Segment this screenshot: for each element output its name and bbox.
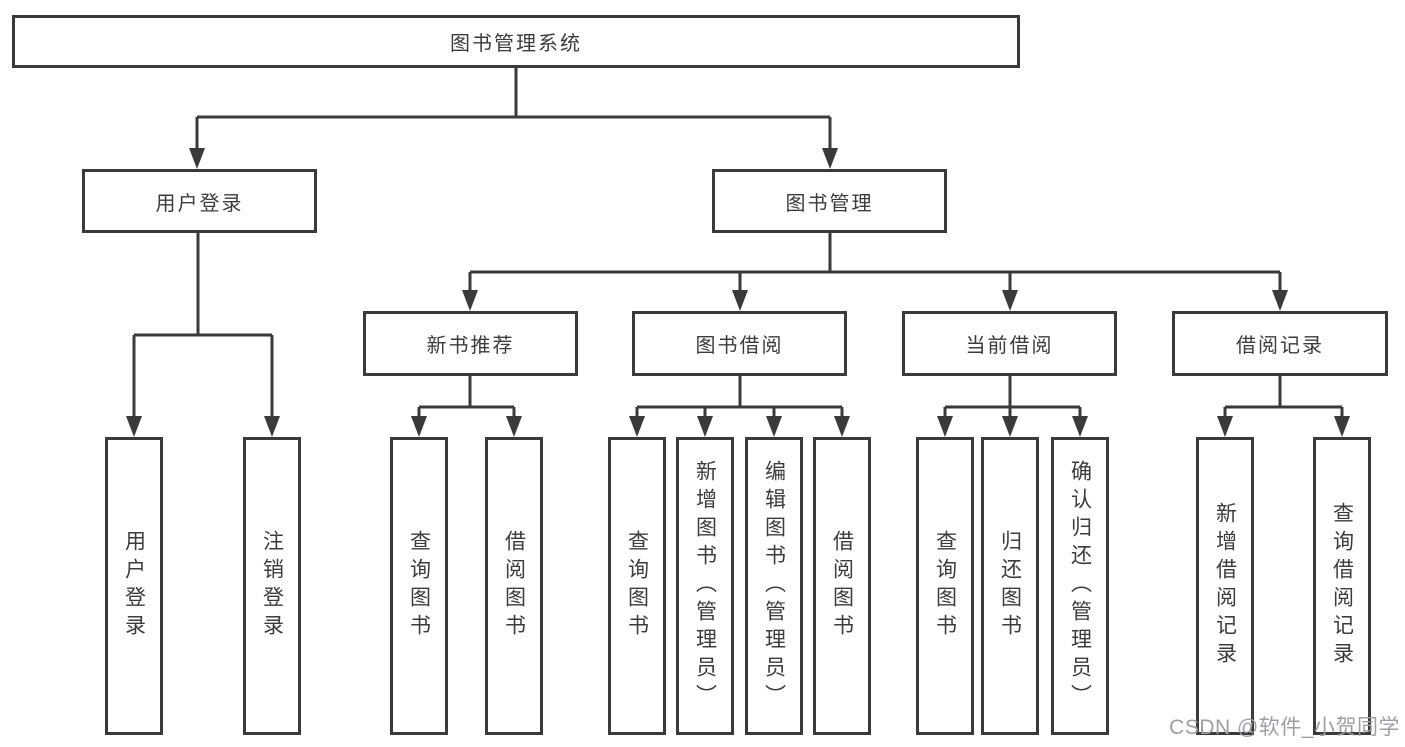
leaf-br-add-record: 新增借阅记录 [1196, 437, 1254, 735]
edge-current-borrow-to-leaves [937, 376, 1088, 437]
leaf-cb-return-books: 归还图书 [981, 437, 1039, 735]
node-current-borrowing: 当前借阅 [902, 311, 1117, 376]
node-borrow-records: 借阅记录 [1172, 311, 1388, 376]
edge-borrow-records-to-leaves [1217, 376, 1350, 437]
leaf-bb-edit-book-admin: 编辑图书（管理员） [745, 437, 803, 735]
edge-new-books-to-leaves [411, 376, 522, 437]
edge-root-to-level2 [189, 68, 838, 169]
csdn-watermark: CSDN @软件_小贺同学 [1169, 716, 1400, 739]
edge-book-mgmt-to-level3 [462, 233, 1288, 311]
node-library-system: 图书管理系统 [12, 15, 1020, 68]
leaf-bb-borrow-books: 借阅图书 [813, 437, 871, 735]
leaf-nb-borrow-books: 借阅图书 [485, 437, 543, 735]
leaf-logout: 注销登录 [243, 437, 301, 735]
leaf-cb-query-books: 查询图书 [916, 437, 974, 735]
edge-user-login-to-leaves [126, 233, 280, 437]
node-user-login: 用户登录 [82, 169, 317, 233]
leaf-nb-query-books: 查询图书 [390, 437, 448, 735]
leaf-bb-query-books: 查询图书 [608, 437, 666, 735]
leaf-bb-add-book-admin: 新增图书（管理员） [676, 437, 734, 735]
edge-book-borrow-to-leaves [629, 376, 850, 437]
leaf-user-login: 用户登录 [105, 437, 163, 735]
node-book-borrowing: 图书借阅 [632, 311, 847, 376]
leaf-cb-confirm-return-admin: 确认归还（管理员） [1051, 437, 1109, 735]
node-new-book-recommend: 新书推荐 [363, 311, 578, 376]
leaf-br-query-record: 查询借阅记录 [1313, 437, 1371, 735]
node-book-management: 图书管理 [712, 169, 947, 233]
